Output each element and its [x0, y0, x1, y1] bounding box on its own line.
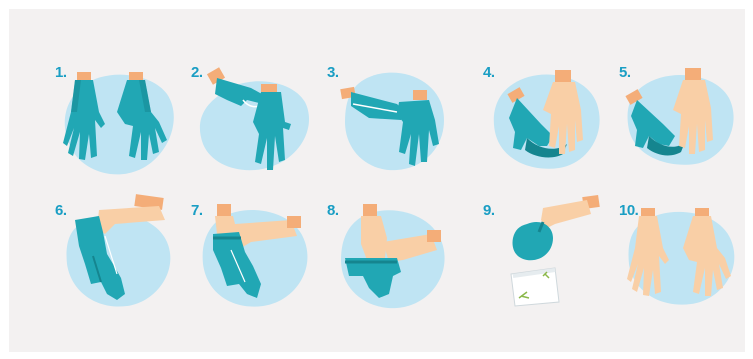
step-6: 6.: [55, 202, 181, 320]
step-3: 3.: [327, 64, 453, 182]
step-number: 7.: [191, 202, 203, 219]
step-number: 6.: [55, 202, 67, 219]
step-number: 3.: [327, 64, 339, 81]
step-number: 5.: [619, 64, 631, 81]
step-2: 2.: [191, 64, 317, 182]
peel-glove-illustration: [327, 64, 453, 182]
pinch-glove-wrist-illustration: [191, 64, 317, 182]
step-number: 9.: [483, 202, 495, 219]
step-number: 2.: [191, 64, 203, 81]
glove-pulled-halfway-illustration: [191, 202, 317, 320]
step-8: 8.: [327, 202, 453, 320]
instruction-panel: 1. 2. 3.: [9, 9, 745, 352]
step-number: 8.: [327, 202, 339, 219]
step-4: 4.: [483, 64, 609, 182]
step-number: 10.: [619, 202, 638, 219]
dispose-gloves-illustration: [483, 202, 609, 320]
finger-under-glove-illustration: [619, 64, 745, 182]
clean-bare-hands-illustration: [619, 202, 745, 320]
step-1: 1.: [55, 64, 181, 182]
gloved-hands-illustration: [55, 64, 181, 182]
step-5: 5.: [619, 64, 745, 182]
step-10: 10.: [619, 202, 745, 320]
step-number: 4.: [483, 64, 495, 81]
step-number: 1.: [55, 64, 67, 81]
ball-of-gloves-illustration: [327, 202, 453, 320]
step-7: 7.: [191, 202, 317, 320]
step-9: 9.: [483, 202, 609, 320]
disposal-bag: [511, 268, 559, 306]
pull-glove-inside-out-illustration: [55, 202, 181, 320]
bare-hand-and-removed-glove-illustration: [483, 64, 609, 182]
